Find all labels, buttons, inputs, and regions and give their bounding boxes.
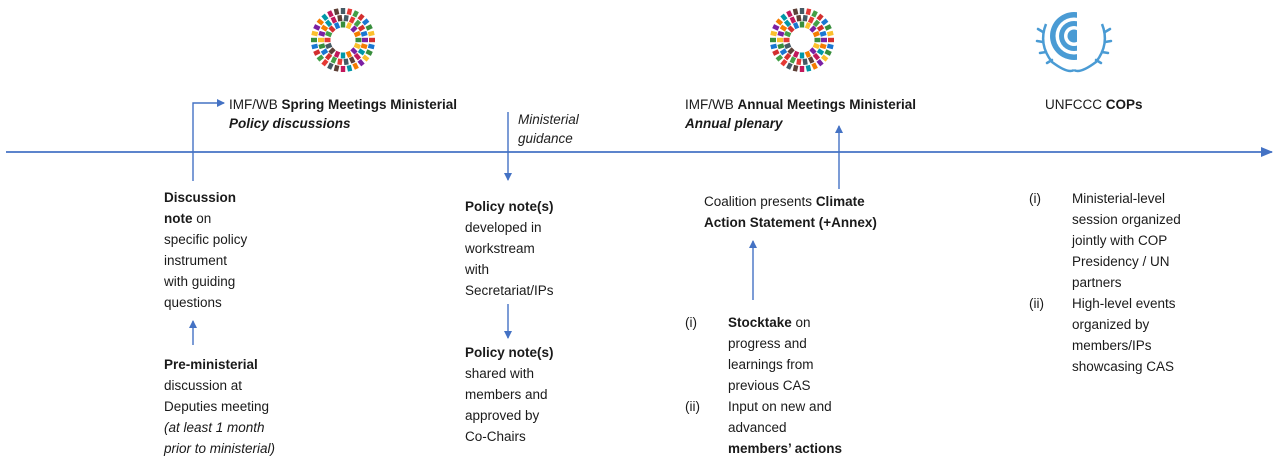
pre-ministerial-line3: Deputies meeting <box>164 399 270 414</box>
list-item-number: (ii) <box>1029 296 1044 311</box>
pre-ministerial-line4: (at least 1 month <box>164 420 265 435</box>
policy-dev-line2: developed in <box>465 220 542 235</box>
spring-subtitle: Policy discussions <box>229 116 351 131</box>
list-item-number: (i) <box>1029 191 1041 206</box>
list-item: (ii) High-level events organized by memb… <box>1029 293 1181 377</box>
cop-item-line4: Presidency / UN <box>1072 254 1170 269</box>
discussion-note-line3: specific policy <box>164 232 248 247</box>
annual-subtitle: Annual plenary <box>685 116 783 131</box>
guidance-line2: guidance <box>518 131 573 146</box>
input-line2: advanced <box>728 420 787 435</box>
discussion-note-line5: with guiding <box>164 274 236 289</box>
stocktake-line2: progress and <box>728 336 807 351</box>
policy-shared-line2: shared with <box>465 366 535 381</box>
stocktake-after: on <box>791 315 811 330</box>
pre-ministerial-bold: Pre-ministerial <box>164 357 258 372</box>
unfccc-logo <box>1035 11 1113 73</box>
list-item-number: (ii) <box>685 399 700 414</box>
cop-item-line3: jointly with COP <box>1072 233 1168 248</box>
policy-dev-line3: workstream <box>465 241 535 256</box>
list-item: (i) Ministerial-level session organized … <box>1029 188 1181 293</box>
cops-title: UNFCCC COPs <box>1045 95 1143 114</box>
list-item: (i) Stocktake on progress and learnings … <box>685 312 842 396</box>
coalition-prefix: Coalition presents <box>704 194 816 209</box>
discussion-note-block: Discussion note on specific policy instr… <box>164 187 247 313</box>
discussion-note-line6: questions <box>164 295 222 310</box>
stocktake-list: (i) Stocktake on progress and learnings … <box>685 312 842 459</box>
coalition-bold2: Action Statement (+Annex) <box>704 215 877 230</box>
cop-item-line2: session organized <box>1072 212 1181 227</box>
policy-note-developed-block: Policy note(s) developed in workstream w… <box>465 196 554 301</box>
ministerial-guidance-label: Ministerial guidance <box>518 110 579 148</box>
cop-item-line1: Ministerial-level <box>1072 191 1166 206</box>
cop-item-line3: members/IPs <box>1072 338 1152 353</box>
cops-bold: COPs <box>1105 97 1143 112</box>
pre-ministerial-line5: prior to ministerial) <box>164 441 276 456</box>
cop-item-line5: partners <box>1072 275 1122 290</box>
discussion-note-bold1: Discussion <box>164 190 237 205</box>
imf-wb-logo-annual <box>770 8 834 72</box>
discussion-note-line4: instrument <box>164 253 228 268</box>
input-line1: Input on new and <box>728 399 832 414</box>
discussion-note-bold2: note <box>164 211 193 226</box>
discussion-note-rest: on <box>192 211 212 226</box>
list-item: (ii) Input on new and advanced members’ … <box>685 396 842 459</box>
policy-note-shared-block: Policy note(s) shared with members and a… <box>465 342 554 447</box>
spring-meetings-title: IMF/WB Spring Meetings Ministerial Polic… <box>229 95 457 133</box>
cop-items-list: (i) Ministerial-level session organized … <box>1029 188 1181 377</box>
annual-title-prefix: IMF/WB <box>685 97 738 112</box>
policy-dev-line4: with <box>465 262 490 277</box>
cop-item-line1: High-level events <box>1072 296 1176 311</box>
imf-wb-logo-spring <box>311 8 375 72</box>
cop-item-line4: showcasing CAS <box>1072 359 1175 374</box>
stocktake-line4: previous CAS <box>728 378 811 393</box>
arrow-discussion-to-spring <box>192 99 225 181</box>
stocktake-line3: learnings from <box>728 357 814 372</box>
policy-shared-line4: approved by <box>465 408 540 423</box>
policy-shared-line5: Co-Chairs <box>465 429 526 444</box>
coalition-bold1: Climate <box>815 194 865 209</box>
policy-shared-bold: Policy note(s) <box>465 345 554 360</box>
spring-title-bold: Spring Meetings Ministerial <box>281 97 458 112</box>
list-item-number: (i) <box>685 315 697 330</box>
annual-meetings-title: IMF/WB Annual Meetings Ministerial Annua… <box>685 95 916 133</box>
policy-dev-bold: Policy note(s) <box>465 199 554 214</box>
stocktake-bold: Stocktake <box>728 315 792 330</box>
coalition-block: Coalition presents Climate Action Statem… <box>704 191 877 233</box>
spring-title-prefix: IMF/WB <box>229 97 282 112</box>
policy-dev-line5: Secretariat/IPs <box>465 283 554 298</box>
policy-shared-line3: members and <box>465 387 548 402</box>
pre-ministerial-line2: discussion at <box>164 378 243 393</box>
pre-ministerial-block: Pre-ministerial discussion at Deputies m… <box>164 354 275 459</box>
guidance-line1: Ministerial <box>518 112 579 127</box>
cop-item-line2: organized by <box>1072 317 1150 332</box>
annual-title-bold: Annual Meetings Ministerial <box>737 97 917 112</box>
cops-prefix: UNFCCC <box>1045 97 1106 112</box>
input-bold: members’ actions <box>728 441 843 456</box>
